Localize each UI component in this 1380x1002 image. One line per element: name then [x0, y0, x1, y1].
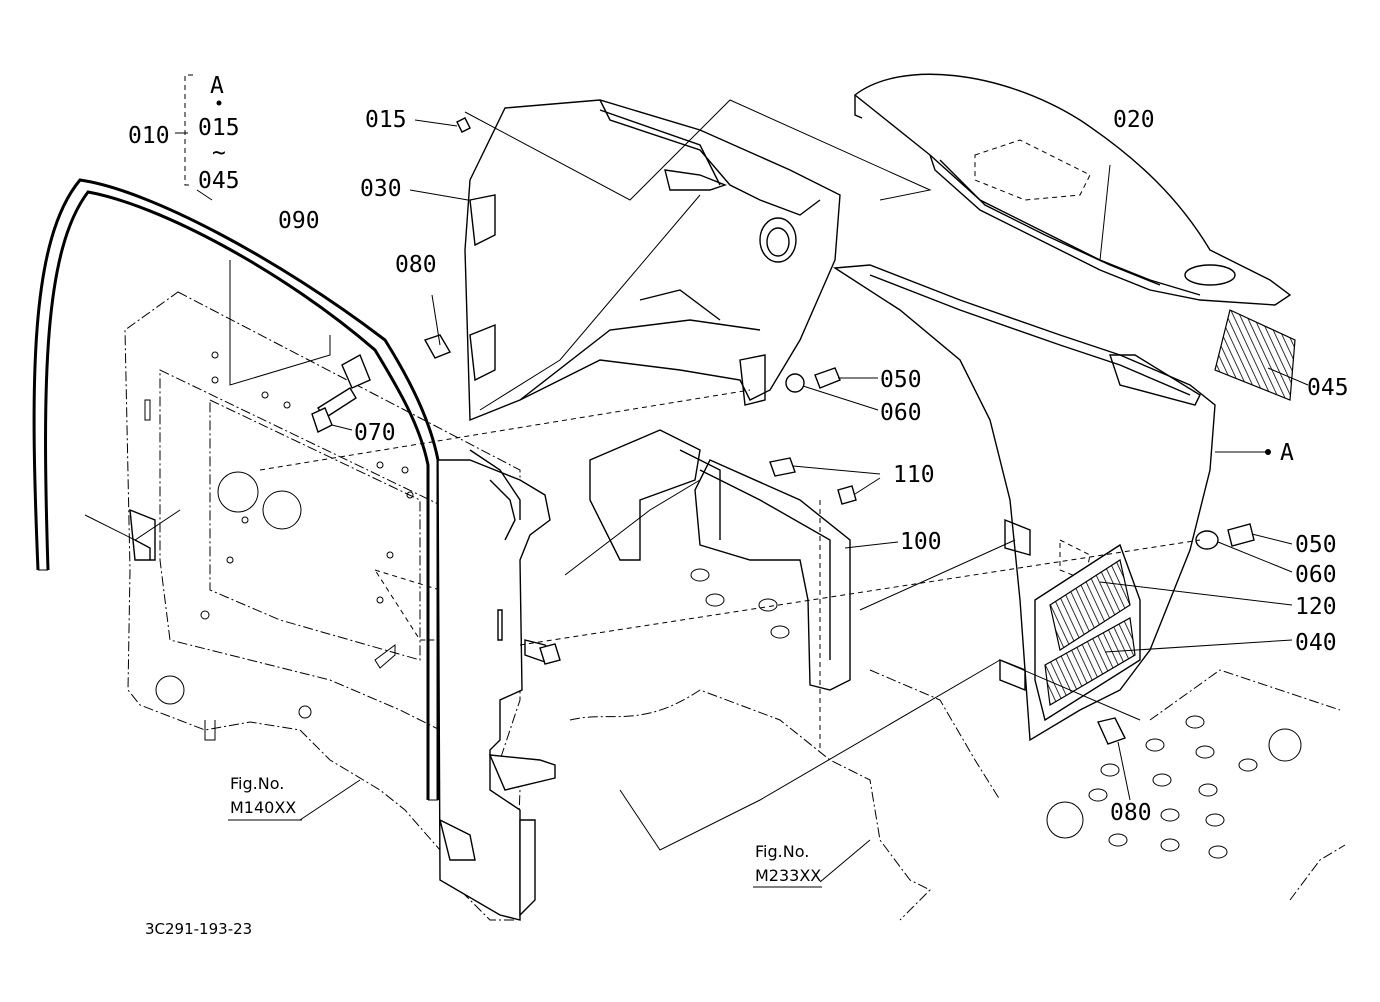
- label-a: A: [1280, 440, 1294, 466]
- range-symbol: ~: [212, 140, 226, 166]
- label-020: 020: [1113, 107, 1155, 133]
- upper-panel-030: [464, 99, 841, 422]
- label-080-right: 080: [1110, 800, 1152, 826]
- label-120: 120: [1295, 594, 1337, 620]
- assembly-bracket-010: [175, 74, 222, 201]
- fasteners: [423, 117, 1255, 745]
- label-070: 070: [354, 420, 396, 446]
- label-010: 010: [128, 123, 170, 149]
- drawing-number: 3C291-193-23: [145, 920, 252, 938]
- fig-ref-1-title: Fig.No.: [230, 774, 284, 793]
- label-100: 100: [900, 529, 942, 555]
- label-045-range: 045: [198, 168, 240, 194]
- grille-040-120: [1034, 543, 1141, 722]
- label-060-upper: 060: [880, 400, 922, 426]
- label-030: 030: [360, 176, 402, 202]
- label-050-upper: 050: [880, 367, 922, 393]
- label-050-lower: 050: [1295, 532, 1337, 558]
- side-cover: [832, 264, 1216, 742]
- label-045: 045: [1307, 375, 1349, 401]
- floor-plate: [569, 568, 1346, 921]
- seal-strip-090: [32, 178, 440, 801]
- side-bracket: [437, 449, 557, 921]
- top-cover-020: [853, 73, 1292, 306]
- label-090: 090: [278, 208, 320, 234]
- fig-ref-1-code: M140XX: [230, 798, 296, 817]
- label-080-left: 080: [395, 252, 437, 278]
- label-015-range: 015: [198, 115, 240, 141]
- shroud-100: [589, 429, 851, 691]
- part-labels: 010 A 015 ~ 045 015 030 090 080 070 050 …: [128, 73, 1349, 826]
- label-110: 110: [893, 462, 935, 488]
- fig-ref-2-code: M233XX: [755, 866, 821, 885]
- bolt-070: [311, 354, 371, 433]
- decal-045: [1214, 309, 1296, 401]
- leader-lines: [84, 99, 1309, 883]
- label-015: 015: [365, 107, 407, 133]
- fig-ref-2-title: Fig.No.: [755, 842, 809, 861]
- figure-references: Fig.No. M140XX Fig.No. M233XX: [228, 774, 822, 888]
- label-a-top: A: [210, 73, 224, 99]
- label-040: 040: [1295, 630, 1337, 656]
- label-060-lower: 060: [1295, 562, 1337, 588]
